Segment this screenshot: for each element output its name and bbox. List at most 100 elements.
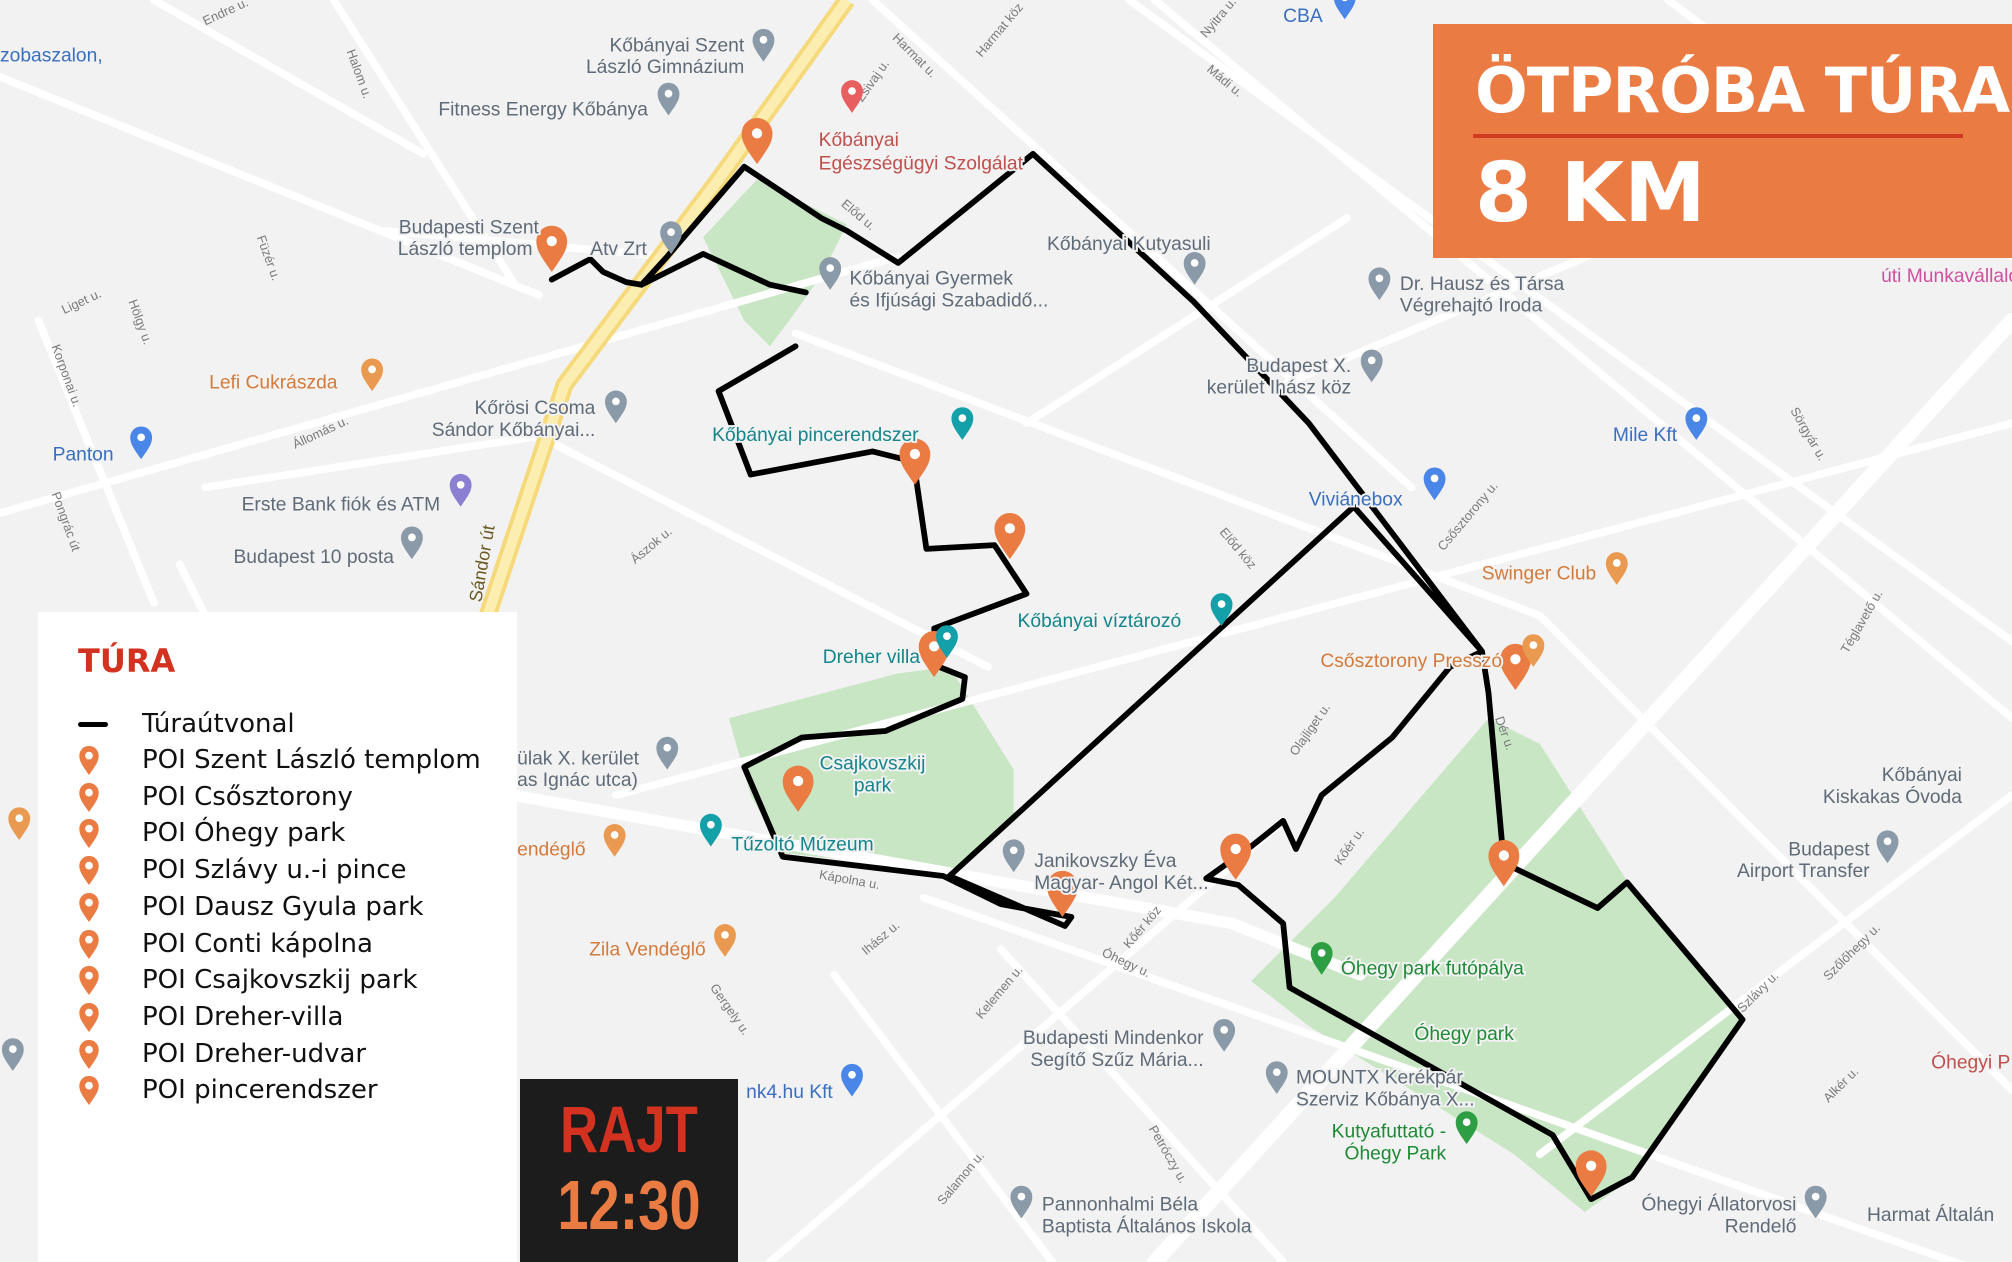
map-pin-icon[interactable] xyxy=(400,526,423,560)
place-label[interactable]: park xyxy=(852,773,894,798)
place-label[interactable]: Mile Kft xyxy=(1611,423,1680,448)
place-label[interactable]: MOUNTX Kerékpár xyxy=(1294,1066,1465,1091)
map-pin-icon[interactable] xyxy=(361,358,384,392)
map-pin-icon[interactable] xyxy=(605,390,627,424)
place-label[interactable]: Óhegyi Állatorvosi xyxy=(1639,1192,1798,1218)
place-label[interactable]: Csősztorony Presszó xyxy=(1318,649,1504,674)
place-label[interactable]: Tűzoltó Múzeum xyxy=(729,832,875,857)
place-label[interactable]: Kiskakas Óvoda xyxy=(1821,784,1964,810)
map-pin-icon[interactable] xyxy=(741,117,773,165)
map-pin-icon[interactable] xyxy=(1685,407,1708,440)
map-pin-icon[interactable] xyxy=(1876,830,1899,864)
place-label[interactable]: Budapest xyxy=(1786,838,1872,863)
map-pin-icon[interactable] xyxy=(1368,267,1391,301)
place-label[interactable]: CBA xyxy=(1281,4,1325,29)
place-label[interactable]: Zila Vendéglő xyxy=(587,938,707,963)
place-label[interactable]: Pannonhalmi Béla xyxy=(1040,1193,1200,1218)
place-label[interactable]: Kőbányai Szent xyxy=(608,33,747,58)
place-label[interactable]: zobaszalon, xyxy=(0,44,105,69)
map-pin-icon[interactable] xyxy=(1265,1061,1288,1094)
map-pin-icon[interactable] xyxy=(1605,552,1628,585)
place-label[interactable]: Sándor Kőbányai... xyxy=(430,418,597,443)
place-label[interactable]: ülak X. kerület xyxy=(515,746,641,771)
place-label[interactable]: Egészségügyi Szolgálat xyxy=(817,151,1026,176)
place-label[interactable]: kerület Ihász köz xyxy=(1205,376,1353,401)
place-label[interactable]: Budapest 10 posta xyxy=(232,545,397,570)
map-pin-icon[interactable] xyxy=(1575,1150,1607,1197)
place-label[interactable]: László templom xyxy=(396,237,535,262)
place-label[interactable]: Kutyafuttató - xyxy=(1330,1120,1448,1145)
place-label[interactable]: László Gimnázium xyxy=(584,55,746,80)
map-pin-icon[interactable] xyxy=(1310,942,1333,975)
place-label[interactable]: Lefi Cukrászda xyxy=(207,371,339,396)
map-pin-icon[interactable] xyxy=(819,257,842,290)
place-label[interactable]: Kőbányai víztározó xyxy=(1016,609,1183,634)
place-label[interactable]: Szerviz Kőbánya X... xyxy=(1294,1088,1476,1113)
map-pin-icon[interactable] xyxy=(899,438,931,485)
map-pin-icon[interactable] xyxy=(449,473,472,507)
place-label[interactable]: Óhegy park xyxy=(1412,1021,1516,1047)
map-pin-icon[interactable] xyxy=(1210,593,1233,626)
place-label[interactable]: Magyar- Angol Két... xyxy=(1032,871,1210,896)
map-pin-icon[interactable] xyxy=(1455,1111,1478,1145)
place-label[interactable]: Kőbányai xyxy=(1880,763,1964,788)
map-pin-icon[interactable] xyxy=(841,1063,863,1097)
place-label[interactable]: Airport Transfer xyxy=(1735,859,1872,884)
place-label[interactable]: Erste Bank fiók és ATM xyxy=(240,493,442,518)
map-pin-icon[interactable] xyxy=(752,28,775,62)
map-pin-icon[interactable] xyxy=(1213,1018,1236,1052)
map-pin-icon[interactable] xyxy=(1334,0,1356,20)
place-label[interactable]: Budapesti Mindenkor xyxy=(1021,1026,1206,1051)
map-pin-icon[interactable] xyxy=(714,924,736,957)
place-label[interactable]: Óhegy park futópálya xyxy=(1339,956,1526,982)
place-label[interactable]: endéglő xyxy=(515,838,587,863)
place-label[interactable]: Budapest X. xyxy=(1244,354,1353,379)
map-pin-icon[interactable] xyxy=(660,221,683,254)
place-label[interactable]: Baptista Általános Iskola xyxy=(1040,1215,1254,1240)
place-label[interactable]: Panton xyxy=(51,443,116,468)
place-label[interactable]: Kőrösi Csoma xyxy=(473,396,598,421)
place-label[interactable]: Janikovszky Éva xyxy=(1032,849,1178,874)
map-pin-icon[interactable] xyxy=(1522,634,1545,667)
place-label[interactable]: nk4.hu Kft xyxy=(744,1080,835,1105)
map-pin-icon[interactable] xyxy=(994,513,1026,560)
map-pin-icon[interactable] xyxy=(536,225,568,272)
place-label[interactable]: úti Munkavállaló xyxy=(1879,264,2012,289)
map-pin-icon[interactable] xyxy=(936,625,958,658)
place-label[interactable]: Óhegy Park xyxy=(1343,1140,1449,1166)
place-label[interactable]: Végrehajtó Iroda xyxy=(1398,294,1544,319)
map-pin-icon[interactable] xyxy=(130,426,153,460)
place-label[interactable]: Kőbányai xyxy=(817,128,901,153)
place-label[interactable]: Dreher villa xyxy=(821,645,922,670)
place-label[interactable]: Rendelő xyxy=(1723,1215,1799,1240)
place-label[interactable]: Kőbányai Gyermek xyxy=(848,267,1016,292)
place-label[interactable]: Swinger Club xyxy=(1480,562,1598,587)
map-pin-icon[interactable] xyxy=(657,82,680,116)
place-label[interactable]: Óhegyi P xyxy=(1929,1049,2012,1075)
place-label[interactable]: Csajkovszkij xyxy=(818,752,928,777)
place-label[interactable]: és Ifjúsági Szabadidő... xyxy=(848,289,1051,314)
place-label[interactable]: Viviánebox xyxy=(1307,487,1405,512)
map-pin-icon[interactable] xyxy=(699,813,722,847)
map-pin-icon[interactable] xyxy=(1183,252,1206,285)
place-label[interactable]: Harmat Általán xyxy=(1865,1203,1996,1228)
map-pin-icon[interactable] xyxy=(1360,349,1383,383)
map-pin-icon[interactable] xyxy=(1220,833,1252,880)
place-label[interactable]: Kőbányai pincerendszer xyxy=(710,423,921,448)
map-pin-icon[interactable] xyxy=(656,736,679,770)
place-label[interactable]: Dr. Hausz és Társa xyxy=(1398,272,1566,297)
map-pin-icon[interactable] xyxy=(603,824,626,857)
map-pin-icon[interactable] xyxy=(1002,839,1025,873)
map-pin-icon[interactable] xyxy=(1423,467,1446,501)
map-pin-icon[interactable] xyxy=(841,80,863,113)
map-pin-icon[interactable] xyxy=(1500,643,1531,690)
place-label[interactable]: Fitness Energy Kőbánya xyxy=(436,98,650,123)
place-label[interactable]: as Ignác utca) xyxy=(515,768,640,793)
place-label[interactable]: Kőbányai Kutyasuli xyxy=(1045,232,1212,257)
map-pin-icon[interactable] xyxy=(8,807,31,841)
map-pin-icon[interactable] xyxy=(1047,870,1078,918)
place-label[interactable]: Atv Zrt xyxy=(588,237,649,262)
map-pin-icon[interactable] xyxy=(1,1038,24,1071)
map-pin-icon[interactable] xyxy=(951,407,974,440)
map-pin-icon[interactable] xyxy=(1804,1185,1827,1219)
